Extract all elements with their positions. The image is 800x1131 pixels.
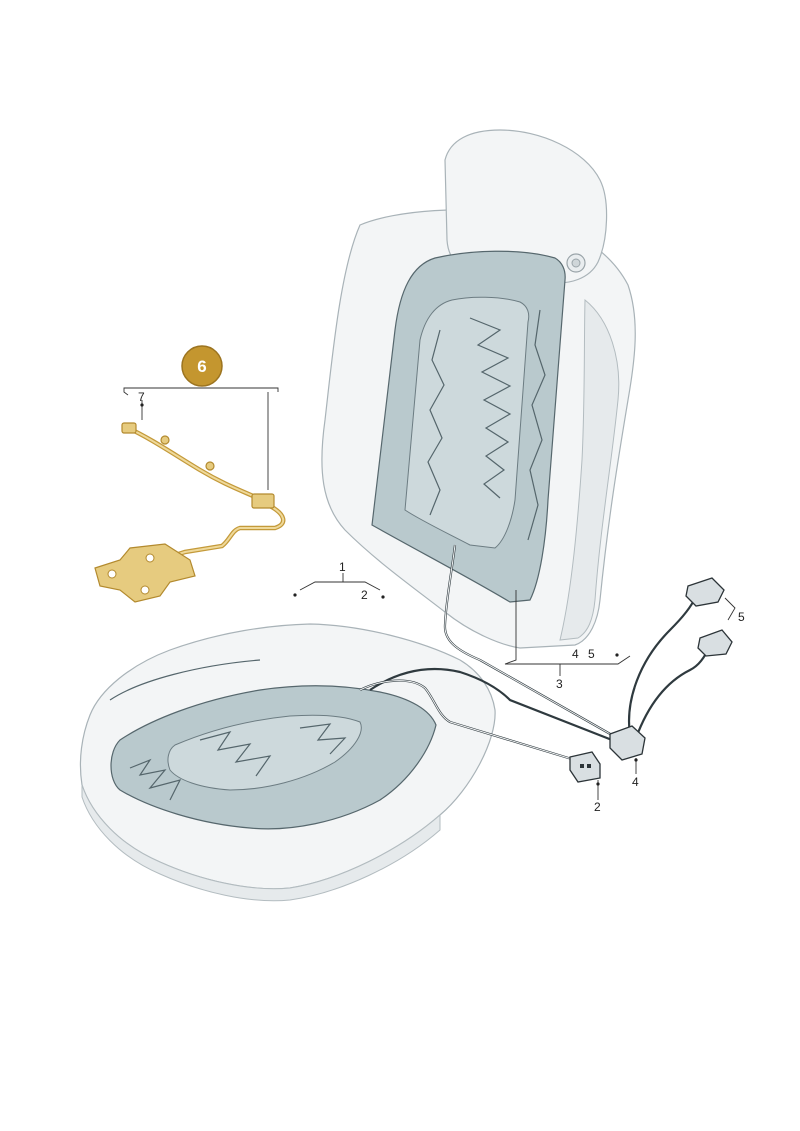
callout-5-upper: 5 — [588, 647, 595, 661]
connector-socket-lower — [697, 629, 733, 657]
callout-7: 7 — [138, 390, 145, 404]
connector-socket-upper — [685, 577, 725, 607]
backrest-heating-mat — [371, 250, 566, 603]
callout-2-top: 2 — [361, 588, 368, 602]
connector-harness-plug — [569, 751, 601, 783]
callout-4-upper: 4 — [572, 647, 579, 661]
cushion-heating-mat — [109, 659, 437, 830]
callout-1: 1 — [339, 560, 346, 574]
callout-5-right: 5 — [738, 610, 745, 624]
badge-6: 6 — [181, 345, 223, 387]
callout-2-lower: 2 — [594, 800, 601, 814]
badge-label: 6 — [197, 357, 206, 376]
callout-3: 3 — [556, 677, 563, 691]
heating-element-kit — [94, 422, 286, 603]
connector-backrest-plug — [609, 725, 646, 761]
callout-4-lower: 4 — [632, 775, 639, 789]
leader-lines — [123, 387, 736, 800]
headrest — [444, 129, 608, 284]
seat-wiring — [359, 544, 712, 762]
